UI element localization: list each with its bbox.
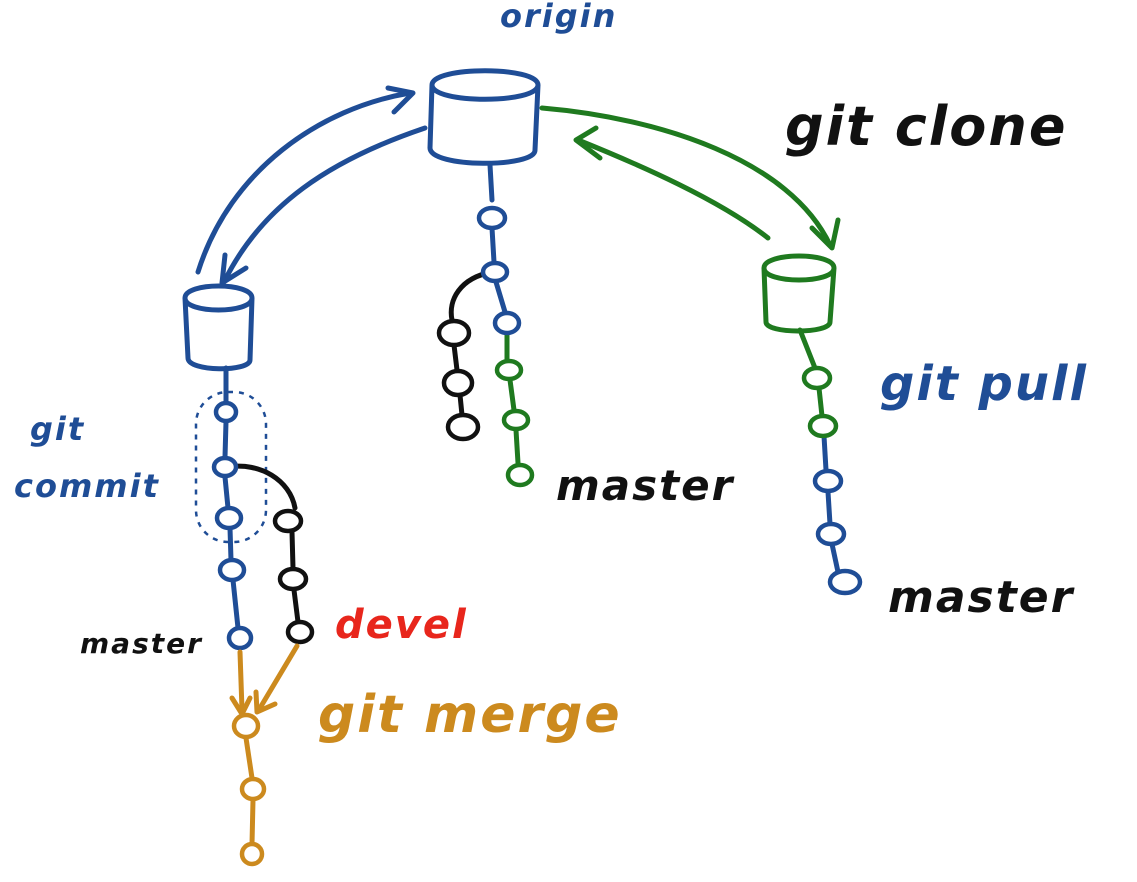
git-clone-label: git clone [785, 95, 1067, 158]
local-commit-node [217, 557, 247, 583]
origin-repository: origin master [427, 0, 735, 510]
clone-commit-node [807, 413, 839, 439]
origin-branch-node [436, 318, 472, 348]
push-fetch-arrows [195, 85, 428, 286]
origin-commit-node [480, 260, 510, 284]
git-commit-label-line2: commit [14, 467, 160, 505]
git-commit-label-line1: git [30, 410, 85, 448]
clone-commit-node [815, 521, 847, 547]
cloned-repository: git pull master [761, 253, 1088, 623]
devel-label: devel [335, 602, 468, 648]
clone-commit-node [812, 468, 844, 494]
local-commit-node [211, 455, 239, 479]
merge-commit-node [239, 841, 265, 867]
origin-commit-node [501, 408, 531, 432]
git-pull-label: git pull [880, 356, 1088, 412]
merge-section: git merge [229, 643, 622, 867]
clone-commit-node [801, 365, 833, 391]
devel-commit-node [285, 619, 315, 645]
devel-commit-node [277, 566, 309, 592]
merge-commit-node [239, 776, 267, 802]
devel-commit-node [272, 508, 304, 534]
clone-arrows [539, 105, 841, 251]
local-commit-node [214, 505, 244, 531]
clone-cylinder-icon [761, 253, 837, 334]
origin-commit-node [476, 205, 508, 231]
clone-commit-node [827, 568, 863, 596]
git-merge-label: git merge [318, 685, 622, 745]
commit-selection-outline [194, 390, 268, 544]
local-commit-node [213, 400, 239, 424]
origin-commit-node [505, 462, 535, 488]
merge-commit-node [231, 712, 261, 740]
local-commit-node [226, 625, 254, 651]
origin-label: origin [500, 0, 617, 35]
local-repository: git commit master devel [14, 283, 468, 660]
origin-branch-node [445, 412, 481, 442]
clone-master-label: master [888, 572, 1075, 623]
local-cylinder-icon [182, 283, 255, 372]
origin-branch-node [441, 368, 475, 398]
origin-commit-node [494, 358, 524, 382]
origin-cylinder-icon [427, 68, 541, 166]
origin-commit-node [492, 310, 522, 336]
local-master-label: master [80, 627, 203, 660]
origin-master-label: master [556, 461, 735, 510]
